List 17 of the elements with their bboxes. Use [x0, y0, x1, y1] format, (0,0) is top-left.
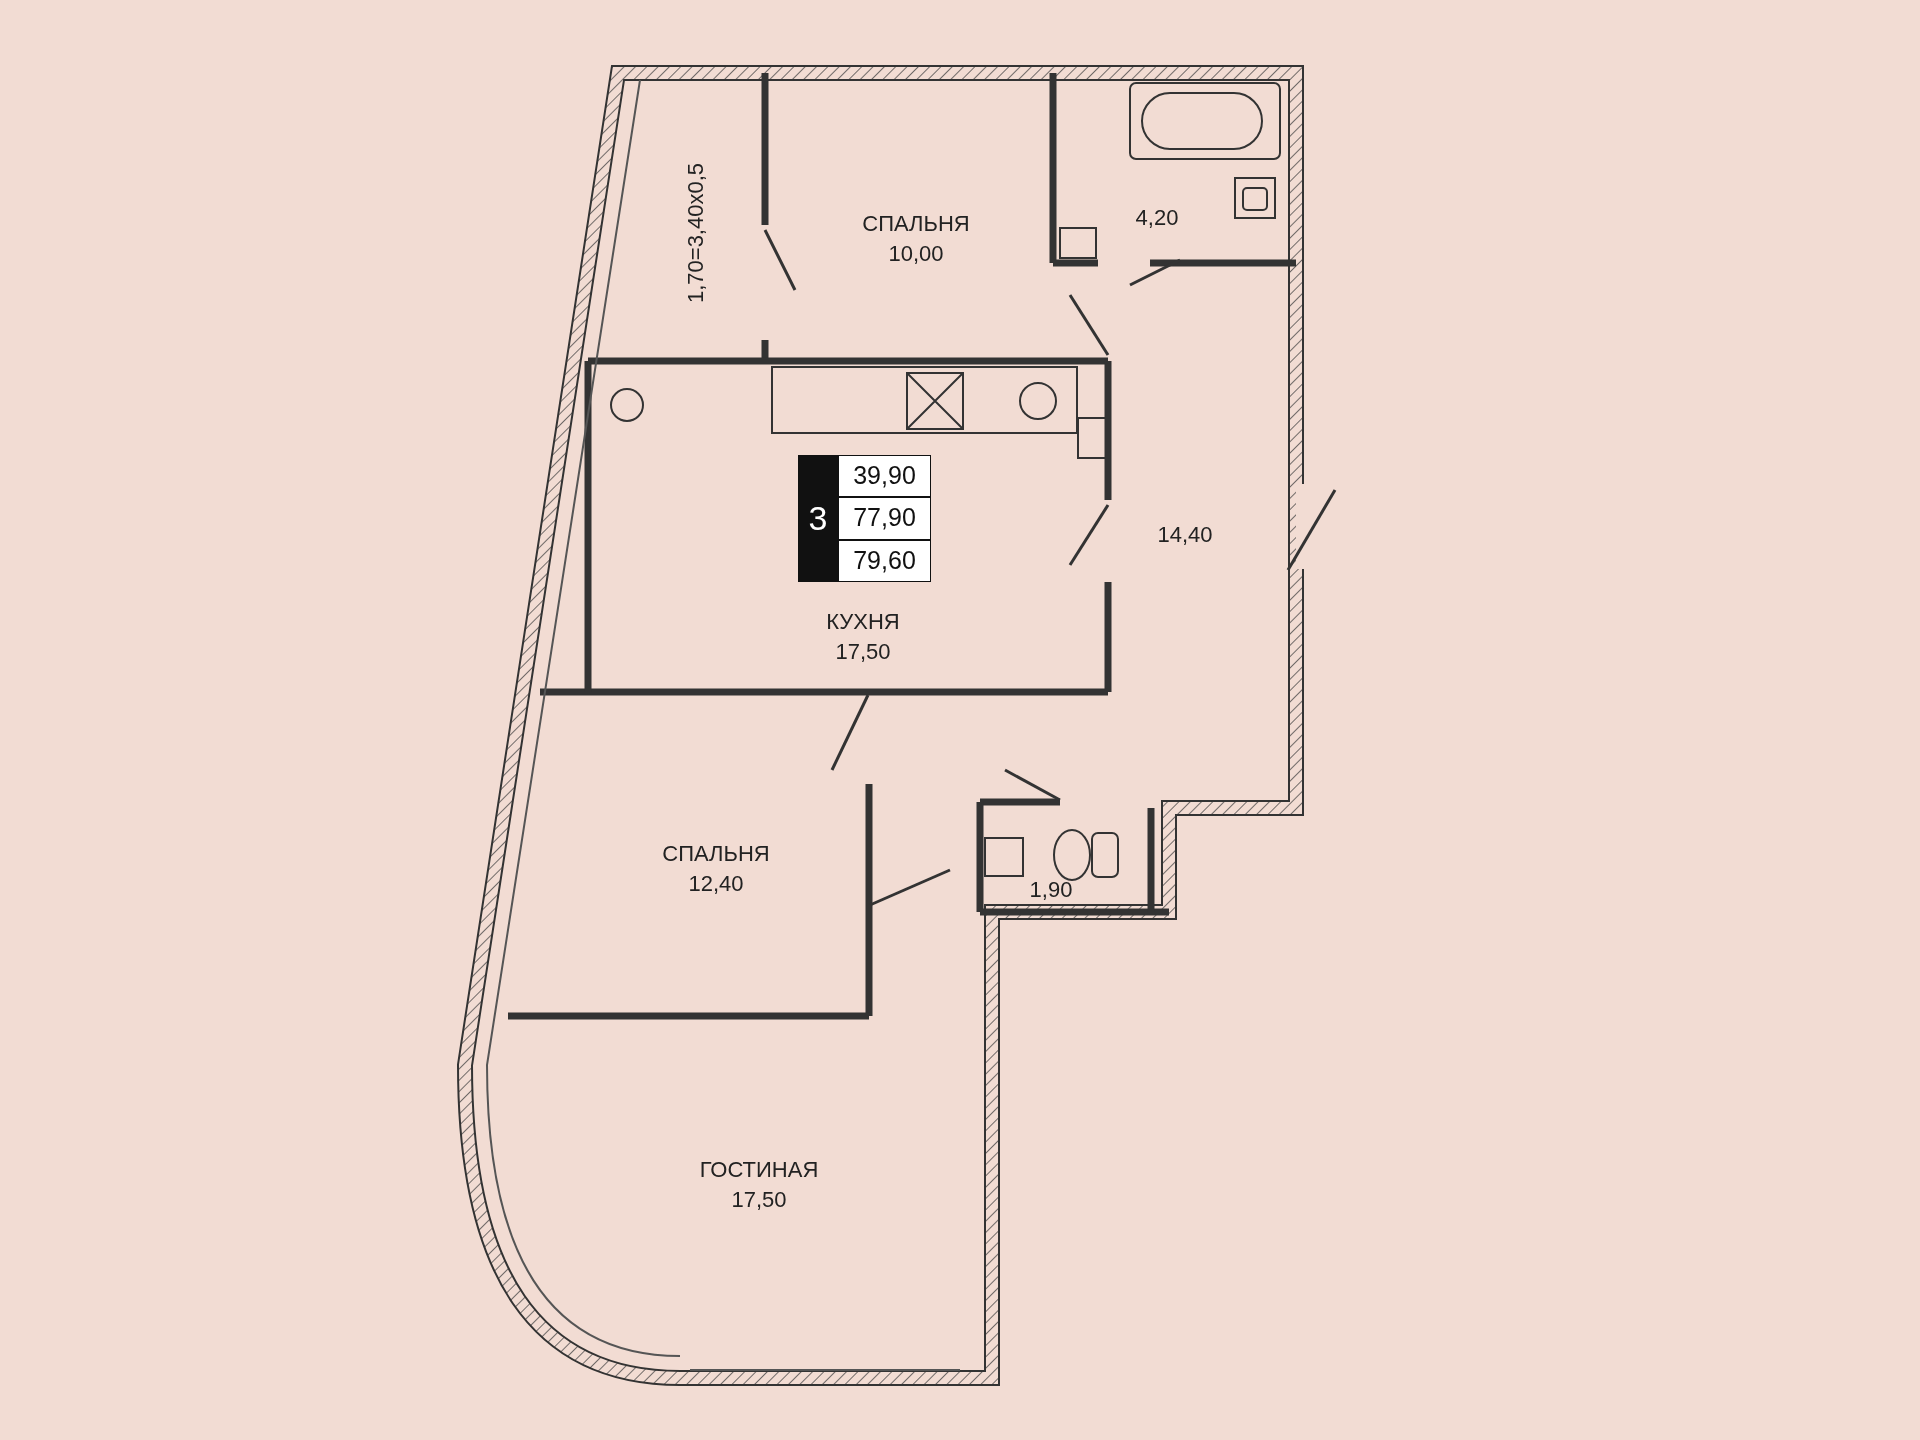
area-badge [798, 455, 931, 582]
room-name: СПАЛЬНЯ [862, 210, 970, 238]
room-area: 1,70=3,40x0,5 [681, 162, 711, 304]
room-area: 12,40 [662, 869, 770, 899]
room-area: 10,00 [862, 239, 970, 269]
room-name: СПАЛЬНЯ [662, 840, 770, 868]
room-area: 17,50 [699, 1185, 819, 1215]
room-name: КУХНЯ [826, 608, 900, 636]
room-area: 1,90 [1029, 875, 1073, 905]
room-name: ГОСТИНАЯ [699, 1156, 819, 1184]
area-value: 79,60 [838, 539, 931, 582]
room-area: 4,20 [1135, 203, 1179, 233]
room-count: 3 [807, 498, 829, 539]
area-value: 39,90 [838, 455, 931, 498]
area-value: 77,90 [838, 497, 931, 540]
room-area: 14,40 [1157, 520, 1213, 550]
room-area: 17,50 [826, 637, 900, 667]
